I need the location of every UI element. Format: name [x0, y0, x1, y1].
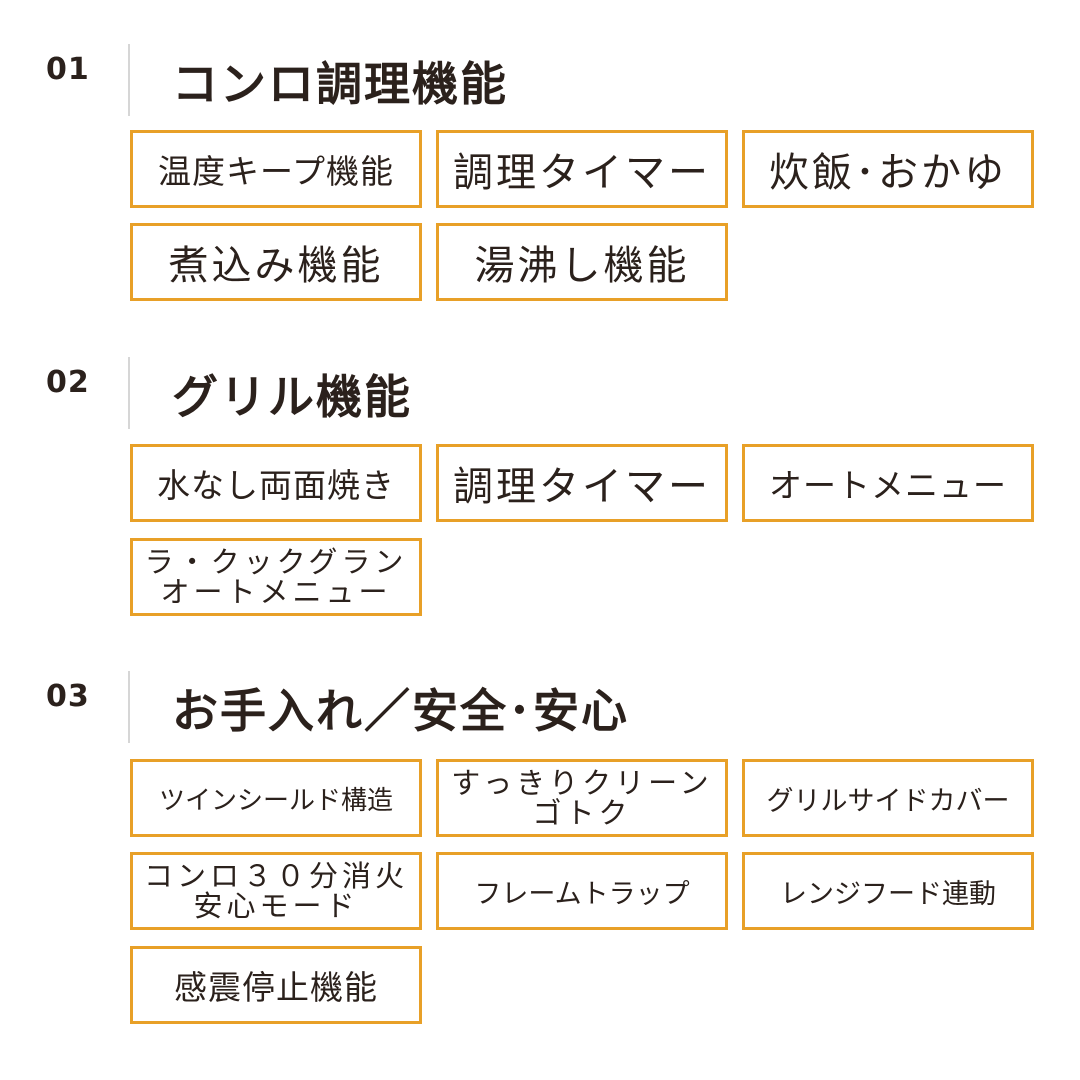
tag-label: 調理タイマー	[453, 464, 711, 510]
feature-tag: 調理タイマー	[436, 130, 728, 208]
section-title: コンロ調理機能	[172, 57, 508, 111]
feature-tag: すっきりクリーン ゴトク	[436, 759, 728, 837]
feature-tag: 感震停止機能	[130, 946, 422, 1024]
tag-label: コンロ３０分消火	[143, 859, 408, 893]
tag-label: レンジフード連動	[780, 878, 996, 910]
tag-label: オートメニュー	[769, 466, 1007, 505]
tag-label: ラ・クックグラン	[144, 545, 408, 579]
feature-tag: 湯沸し機能	[436, 223, 728, 301]
section-divider	[128, 671, 130, 743]
feature-tag: 調理タイマー	[436, 444, 728, 522]
tag-label: オートメニュー	[160, 575, 392, 609]
tag-label: 感震停止機能	[174, 968, 378, 1007]
feature-tag: 水なし両面焼き	[130, 444, 422, 522]
feature-tag: コンロ３０分消火 安心モード	[130, 852, 422, 930]
tag-label: 水なし両面焼き	[157, 466, 395, 505]
feature-tag: ツインシールド構造	[130, 759, 422, 837]
section-title: お手入れ／安全･安心	[172, 684, 629, 738]
tag-label: 煮込み機能	[168, 243, 384, 289]
tag-label: 炊飯･おかゆ	[769, 150, 1007, 196]
tag-label: ツインシールド構造	[158, 785, 393, 816]
feature-tag: ラ・クックグラン オートメニュー	[130, 538, 422, 616]
section-divider	[128, 44, 130, 116]
section-number: 03	[46, 679, 90, 714]
section-number: 02	[46, 365, 90, 400]
feature-tag: 温度キープ機能	[130, 130, 422, 208]
tag-label: グリルサイドカバー	[766, 785, 1010, 817]
feature-tag: フレームトラップ	[436, 852, 728, 930]
section-title: グリル機能	[172, 370, 412, 424]
feature-tag: 煮込み機能	[130, 223, 422, 301]
tag-label: 安心モード	[193, 889, 359, 923]
tag-label: すっきりクリーン	[451, 766, 713, 800]
section-number: 01	[46, 52, 90, 87]
section-divider	[128, 357, 130, 429]
feature-tag: グリルサイドカバー	[742, 759, 1034, 837]
tag-label: 温度キープ機能	[157, 152, 395, 191]
tag-label: 調理タイマー	[453, 150, 711, 196]
feature-tag: レンジフード連動	[742, 852, 1034, 930]
feature-tag: オートメニュー	[742, 444, 1034, 522]
tag-label: ゴトク	[532, 796, 632, 830]
tag-label: 湯沸し機能	[474, 243, 690, 289]
feature-tag: 炊飯･おかゆ	[742, 130, 1034, 208]
tag-label: フレームトラップ	[474, 878, 690, 910]
